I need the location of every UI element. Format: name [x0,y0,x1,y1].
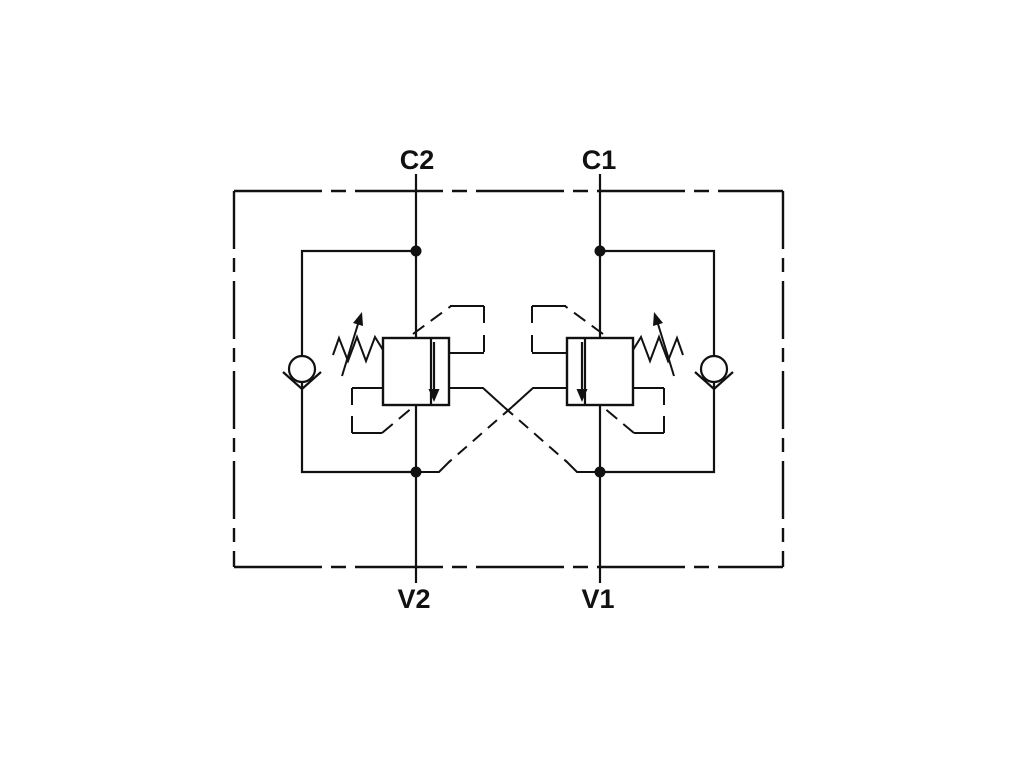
pilot-line [602,406,635,434]
pilot-hook-top-left-valve [412,305,485,354]
port-label-v2: V2 [397,584,430,614]
pilot-line [564,305,604,335]
port-label-v1: V1 [581,584,614,614]
cross-pilot-right-valve [416,387,567,473]
port-label-c2: C2 [400,145,435,175]
adjust-arrow-head-right [653,312,663,326]
junction-dot [594,245,606,257]
adjust-arrow-shaft-right [657,323,675,377]
pilot-line [449,387,505,408]
junction-dot [594,466,606,478]
pilot-line [565,460,600,473]
cross-pilot-left-valve [449,387,600,473]
port-label-c1: C1 [582,145,617,175]
pilot-hook-bottom-right-valve [602,387,665,434]
check-valve-ball-icon [699,354,729,384]
pilot-line [381,406,414,434]
check-valve-seat-icon [282,371,322,391]
left-counterbalance-assembly [282,174,600,583]
valve-body-right [565,336,635,407]
junction-dot [410,245,422,257]
right-counterbalance-assembly [416,174,734,583]
flow-arrow-head-left [428,389,440,402]
flow-arrow-head-right [576,389,588,402]
pilot-line [511,387,567,408]
spring-icon-left [332,334,384,364]
valve-body-left [381,336,451,407]
check-valve-seat-icon [694,371,734,391]
spring-icon-right [632,334,684,364]
pilot-line [412,305,452,335]
adjust-arrow-shaft-left [341,323,359,377]
assembly-boundary-box [232,189,785,569]
pilot-hook-top-right-valve [531,305,604,354]
pilot-line [503,406,568,463]
pilot-line [448,406,513,463]
check-valve-ball-icon [287,354,317,384]
adjust-arrow-head-left [353,312,363,326]
pilot-line [416,460,451,473]
pilot-hook-bottom-left-valve [351,387,414,434]
